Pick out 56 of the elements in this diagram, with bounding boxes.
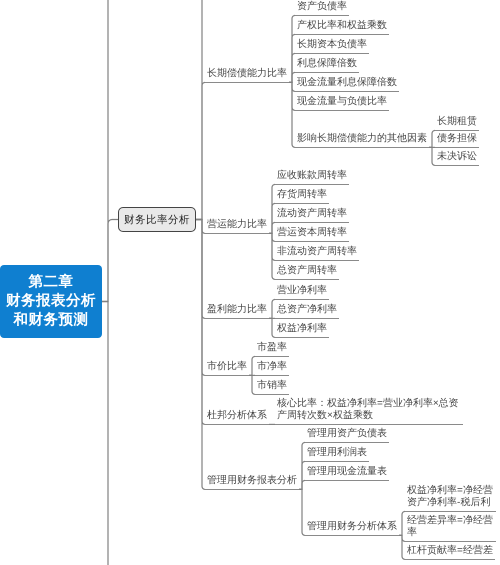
subtopic: 管理用利润表 <box>305 447 369 462</box>
subtopic: 杠杆贡献率=经营差 <box>405 545 495 560</box>
connector-line <box>269 298 276 319</box>
subtopic: 管理用现金流量表 <box>305 466 389 481</box>
subtopic: 现金流量利息保障倍数 <box>295 77 399 92</box>
connector-line <box>299 488 306 536</box>
subtopic: 管理用财务分析体系 <box>305 521 399 536</box>
subtopic: 总资产净利率 <box>275 304 339 319</box>
subtopic: 市净率 <box>255 361 289 376</box>
branch-topic-box: 财务比率分析 <box>118 207 196 232</box>
subtopic: 长期资本负债率 <box>295 39 369 54</box>
subtopic: 现金流量与负债比率 <box>295 96 389 111</box>
topic-title: 财务报表分析和财务预测 <box>6 292 96 330</box>
subtopic: 营运资本周转率 <box>275 227 349 242</box>
subtopic: 产权比率和权益乘数 <box>295 20 389 35</box>
subtopic: 长期偿债能力比率 <box>205 68 289 83</box>
subtopic: 盈利能力比率 <box>205 304 269 319</box>
subtopic: 总资产周转率 <box>275 265 339 280</box>
subtopic: 经营差异率=净经营率 <box>405 515 496 542</box>
subtopic: 市销率 <box>255 380 289 395</box>
connector-line <box>196 218 206 490</box>
subtopic: 债务担保 <box>435 133 479 148</box>
subtopic: 市盈率 <box>255 342 289 357</box>
subtopic: 管理用财务报表分析 <box>205 475 299 490</box>
subtopic: 市价比率 <box>205 361 249 376</box>
subtopic: 利息保障倍数 <box>295 58 359 73</box>
subtopic: 存货周转率 <box>275 189 329 204</box>
subtopic: 流动资产周转率 <box>275 208 349 223</box>
connector-line <box>249 374 256 395</box>
subtopic: 影响长期偿债能力的其他因素 <box>295 133 429 148</box>
subtopic: 杜邦分析体系 <box>205 410 269 425</box>
subtopic: 资产负债率 <box>295 1 349 16</box>
subtopic: 长期租赁 <box>435 116 479 131</box>
subtopic: 营业净利率 <box>275 285 329 300</box>
connector-line <box>299 480 306 490</box>
connector-line <box>289 72 296 83</box>
connector-line <box>429 146 436 166</box>
connector-line <box>289 82 296 148</box>
connector-line <box>269 232 276 280</box>
connector-line <box>269 424 275 425</box>
connector-line <box>102 300 109 565</box>
subtopic: 应收账款周转率 <box>275 170 349 185</box>
subtopic: 权益净利率=净经营资产净利率-税后利 <box>405 485 496 512</box>
connector-line <box>249 356 256 376</box>
connector-line <box>399 534 406 560</box>
subtopic: 未决诉讼 <box>435 151 479 166</box>
subtopic: 核心比率：权益净利率=营业净利率×总资产周转次数×权益乘数 <box>275 398 463 425</box>
connector-line <box>429 130 436 148</box>
connector-line <box>269 222 276 234</box>
subtopic: 营运能力比率 <box>205 219 269 234</box>
chapter-label: 第二章 <box>28 273 74 292</box>
connector-line <box>399 510 406 536</box>
connector-line <box>269 318 276 338</box>
subtopic: 非流动资产周转率 <box>275 246 359 261</box>
subtopic: 管理用资产负债表 <box>305 428 389 443</box>
subtopic: 权益净利率 <box>275 323 329 338</box>
